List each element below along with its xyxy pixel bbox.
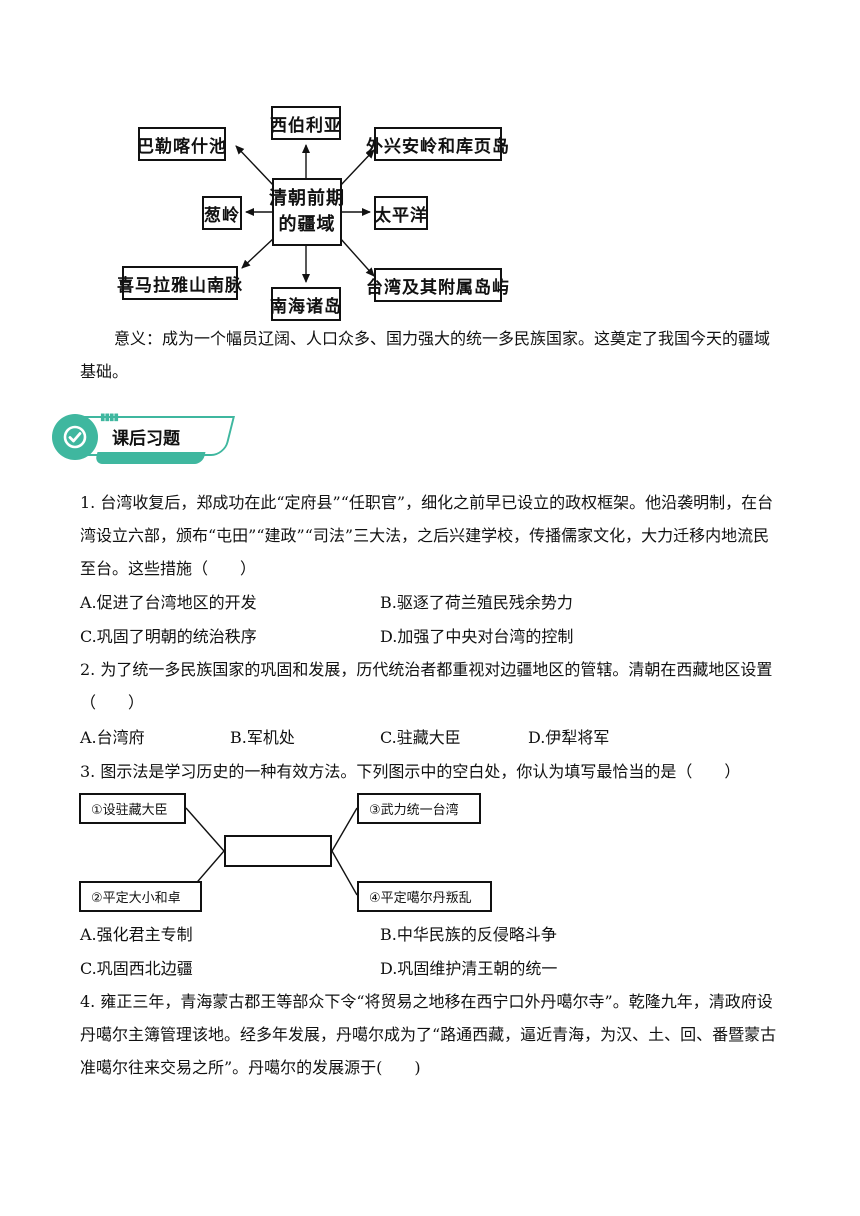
- question-3-box-4: ④平定噶尔丹叛乱: [357, 881, 492, 912]
- section-header-dots: ▮▮▮▮: [100, 412, 119, 423]
- territory-north-box: 西伯利亚: [270, 106, 341, 140]
- question-3-option-a[interactable]: A.强化君主专制: [80, 925, 193, 944]
- territory-left-box: 葱岭: [202, 196, 242, 230]
- question-1-stem: 1. 台湾收复后，郑成功在此“定府县”“任职官”，细化之前早已设立的政权框架。他…: [80, 493, 774, 578]
- territory-south-box: 南海诸岛: [270, 287, 341, 321]
- question-3-option-d[interactable]: D.巩固维护清王朝的统一: [380, 959, 558, 978]
- territory-center-box: 清朝前期 的疆域: [269, 178, 345, 246]
- question-4-stem: 4. 雍正三年，青海蒙古郡王等部众下令“将贸易之地移在西宁口外丹噶尔寺”。乾隆九…: [80, 992, 777, 1077]
- question-2-option-d[interactable]: D.伊犁将军: [528, 728, 610, 747]
- territory-northeast-box: 外兴安岭和库页岛: [366, 127, 509, 161]
- question-2-option-b[interactable]: B.军机处: [230, 728, 295, 747]
- territory-arrows: [235, 144, 375, 283]
- question-3-box-3: ③武力统一台湾: [357, 793, 481, 824]
- question-1-option-a[interactable]: A.促进了台湾地区的开发: [80, 593, 257, 612]
- question-3-box-2: ②平定大小和卓: [79, 881, 202, 912]
- territory-east-box: 太平洋: [374, 196, 428, 230]
- question-3-option-c[interactable]: C.巩固西北边疆: [80, 959, 193, 978]
- question-1-option-d[interactable]: D.加强了中央对台湾的控制: [380, 627, 574, 646]
- question-2-stem: 2. 为了统一多民族国家的巩固和发展，历代统治者都重视对边疆地区的管辖。清朝在西…: [80, 660, 773, 712]
- question-2-option-a[interactable]: A.台湾府: [80, 728, 145, 747]
- question-1-option-c[interactable]: C.巩固了明朝的统治秩序: [80, 627, 257, 646]
- question-2-option-c[interactable]: C.驻藏大臣: [380, 728, 461, 747]
- question-1-option-b[interactable]: B.驱逐了荷兰殖民残余势力: [380, 593, 573, 612]
- check-circle-icon: [52, 414, 98, 460]
- question-3-stem: 3. 图示法是学习历史的一种有效方法。下列图示中的空白处，你认为填写最恰当的是（…: [80, 762, 741, 781]
- significance-paragraph: 意义：成为一个幅员辽阔、人口众多、国力强大的统一多民族国家。这奠定了我国今天的疆…: [80, 329, 771, 381]
- question-3-blank-box[interactable]: [224, 835, 332, 867]
- territory-center-line1: 清朝前期: [269, 188, 345, 209]
- territory-west-box: 巴勒喀什池: [137, 127, 226, 161]
- question-3-option-b[interactable]: B.中华民族的反侵略斗争: [380, 925, 557, 944]
- territory-center-line2: 的疆域: [278, 214, 336, 235]
- question-3-box-1: ①设驻藏大臣: [79, 793, 186, 824]
- section-title: 课后习题: [112, 429, 180, 449]
- territory-southeast-box: 台湾及其附属岛屿: [366, 268, 509, 302]
- territory-southwest-box: 喜马拉雅山南脉: [117, 266, 242, 300]
